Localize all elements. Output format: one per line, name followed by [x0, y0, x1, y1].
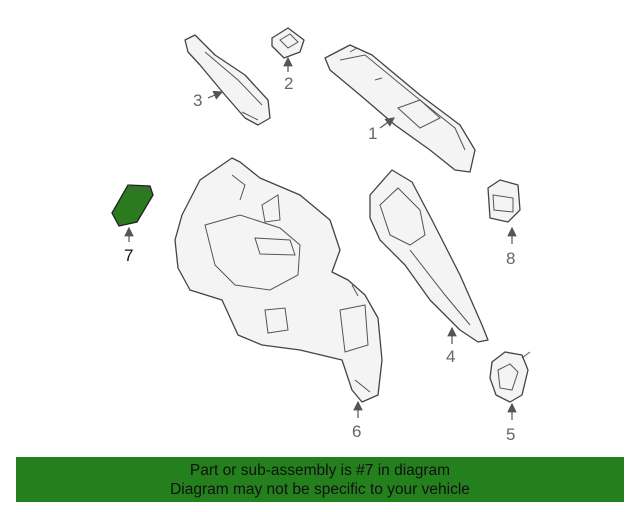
part-7-highlighted[interactable] — [111, 184, 154, 227]
banner-line-2: Diagram may not be specific to your vehi… — [170, 481, 470, 498]
callout-8[interactable]: 8 — [506, 249, 515, 268]
callout-2[interactable]: 2 — [284, 74, 293, 93]
part-8-bracket[interactable] — [487, 179, 521, 223]
callout-3[interactable]: 3 — [193, 91, 202, 110]
callout-1[interactable]: 1 — [368, 124, 377, 143]
callout-4[interactable]: 4 — [446, 347, 455, 366]
part-3-trim-piece[interactable] — [184, 34, 271, 126]
part-5-vent[interactable] — [489, 351, 531, 403]
info-banner: Part or sub-assembly is #7 in diagram Di… — [16, 457, 624, 502]
callout-7[interactable]: 7 — [124, 246, 133, 265]
part-1-upper-trim-panel[interactable] — [324, 44, 476, 173]
parts-diagram: 1 2 3 4 5 6 7 8 — [111, 27, 531, 444]
part-2-clip[interactable] — [271, 27, 305, 59]
part-4-pillar-trim[interactable] — [369, 169, 489, 343]
part-6-quarter-trim-panel[interactable] — [174, 157, 383, 403]
banner-line-1: Part or sub-assembly is #7 in diagram — [189, 462, 451, 479]
callout-6[interactable]: 6 — [352, 422, 361, 441]
callout-5[interactable]: 5 — [506, 425, 515, 444]
leader-lines — [124, 56, 517, 420]
